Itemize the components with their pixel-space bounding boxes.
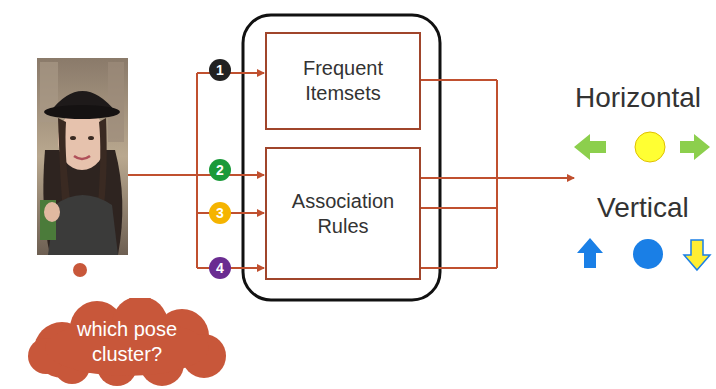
callout-number: 1: [209, 59, 231, 81]
photo: [37, 58, 128, 255]
node-text: which pose cluster?: [62, 317, 192, 367]
process-box: Frequent Itemsets: [265, 32, 421, 130]
callout-number: 3: [209, 202, 231, 224]
callout-number: 4: [209, 257, 231, 279]
horizontal-symbols: [574, 132, 710, 162]
node-text: Frequent Itemsets: [273, 56, 413, 106]
callout-number: 2: [209, 159, 231, 181]
pointer-dot: [73, 263, 87, 277]
process-box: Association Rules: [265, 147, 421, 280]
cloud-shape: [22, 298, 232, 386]
node-text: Association Rules: [273, 189, 413, 239]
vertical-symbols: [577, 238, 710, 270]
output-wires: [418, 80, 574, 268]
thought-cloud: which pose cluster?: [22, 298, 232, 386]
direction-label: Horizontal: [575, 82, 701, 114]
input-wires: [128, 73, 264, 268]
group-container: [243, 15, 440, 300]
direction-label: Vertical: [597, 192, 689, 224]
